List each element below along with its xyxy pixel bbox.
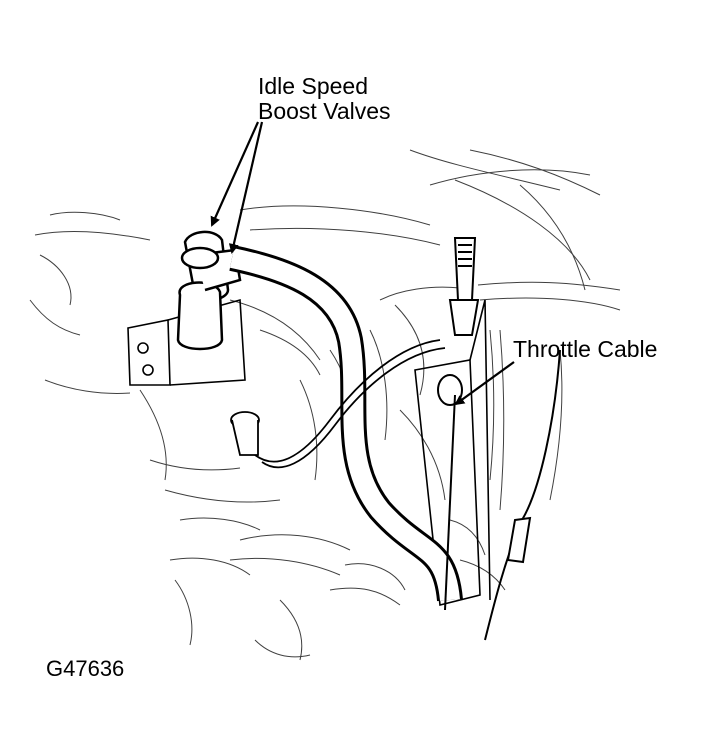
idle-speed-label-line1: Idle Speed	[258, 73, 368, 99]
idle-speed-label-line2: Boost Valves	[258, 98, 391, 124]
callout-arrows	[210, 121, 515, 406]
fitting-left	[230, 411, 260, 456]
vacuum-hose	[229, 245, 463, 602]
throttle-cable-label: Throttle Cable	[513, 336, 658, 362]
throttle-bracket	[414, 299, 491, 606]
throttle-cable	[444, 349, 561, 641]
vacuum-lines	[254, 339, 446, 469]
cable-linkage	[437, 237, 480, 406]
figure-id-label: G47636	[46, 656, 125, 681]
idle-speed-boost-valves	[176, 230, 242, 351]
engine-background-sketch	[29, 149, 621, 661]
